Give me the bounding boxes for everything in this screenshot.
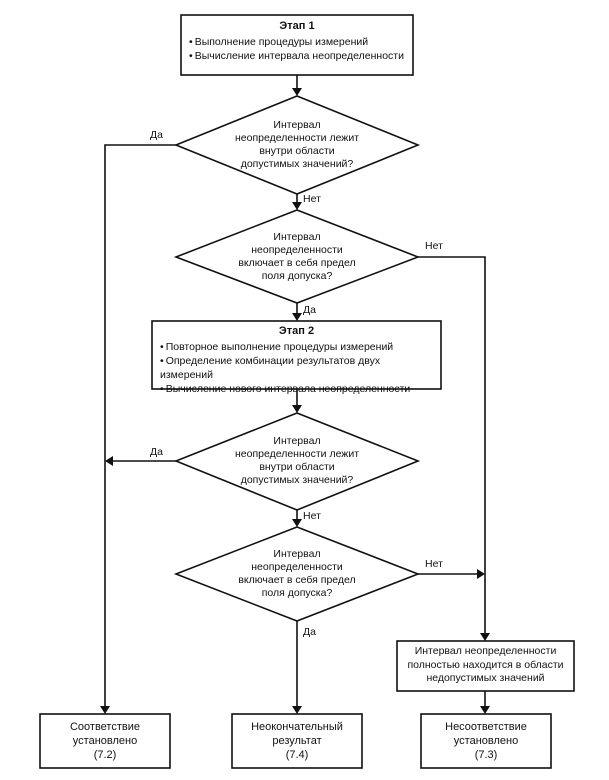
decision1-line: внутри области (259, 145, 335, 157)
decision3-line: допустимых значений? (240, 474, 354, 486)
result-nonconform-line: установлено (453, 735, 519, 747)
stage2-box: Этап 2 Повторное выполнение процедуры из… (154, 324, 439, 396)
stage1-item: Вычисление интервала неопределенности (189, 49, 405, 63)
stage2-item: Вычисление нового интервала неопределенн… (160, 382, 433, 396)
result-conform-line: (7.2) (93, 749, 117, 761)
stage2-item: Повторное выполнение процедуры измерений (160, 340, 433, 354)
decision4-line: неопределенности (251, 561, 343, 573)
decision3-line: Интервал (273, 435, 321, 447)
decision4-line: Интервал (273, 548, 321, 560)
decision4-text: Интервал неопределенности включает в себ… (217, 548, 377, 600)
result-conform-line: установлено (72, 735, 138, 747)
decision1-line: Интервал (273, 119, 321, 131)
decision3-line: неопределенности лежит (234, 448, 360, 460)
decision2-line: включает в себя предел (238, 257, 356, 269)
result-nonconform-line: Несоответствие (445, 721, 527, 733)
outside-box-line: Интервал неопределенности (414, 645, 557, 657)
decision1-text: Интервал неопределенности лежит внутри о… (217, 119, 377, 171)
arrow-d1-yes-to-conform (104, 144, 176, 708)
result-inconclusive-line: Неокончательный (251, 721, 343, 733)
stage1-list: Выполнение процедуры измерений Вычислени… (189, 35, 405, 63)
result-nonconform-text: Несоответствие установлено (7.3) (423, 720, 549, 762)
decision2-line: неопределенности (251, 244, 343, 256)
decision2-text: Интервал неопределенности включает в себ… (217, 231, 377, 283)
stage2-title: Этап 2 (278, 325, 315, 337)
decision4-line: включает в себя предел (238, 574, 356, 586)
outside-box-text: Интервал неопределенности полностью нахо… (399, 645, 572, 686)
result-inconclusive-line: результат (272, 735, 322, 747)
label-yes-d3: Да (150, 446, 163, 458)
decision3-text: Интервал неопределенности лежит внутри о… (217, 435, 377, 487)
label-no-d1: Нет (303, 193, 321, 205)
label-no-d4: Нет (425, 558, 443, 570)
stage1-item: Выполнение процедуры измерений (189, 35, 405, 49)
decision3-line: внутри области (259, 461, 335, 473)
decision2-line: Интервал (273, 231, 321, 243)
decision1-line: неопределенности лежит (234, 132, 360, 144)
result-inconclusive-text: Неокончательный результат (7.4) (234, 720, 360, 762)
result-conform-line: Соответствие (69, 721, 140, 733)
decision1-line: допустимых значений? (240, 158, 354, 170)
stage1-title: Этап 1 (279, 20, 315, 32)
label-yes-d2: Да (303, 304, 316, 316)
result-conform-text: Соответствие установлено (7.2) (42, 720, 168, 762)
label-no-d2: Нет (425, 240, 443, 252)
outside-box-shape (396, 640, 575, 692)
arrow-d2-no-to-outside (418, 256, 486, 635)
label-yes-d4: Да (303, 626, 316, 638)
result-nonconform-line: (7.3) (474, 749, 498, 761)
result-nonconform-shape (420, 713, 552, 769)
decision2-line: поля допуска? (261, 270, 333, 282)
result-inconclusive-line: (7.4) (285, 749, 309, 761)
decision4-line: поля допуска? (261, 587, 333, 599)
stage1-box: Этап 1 Выполнение процедуры измерений Вы… (183, 19, 411, 63)
stage2-list: Повторное выполнение процедуры измерений… (160, 340, 433, 396)
stage2-item: Определение комбинации результатов двух … (160, 354, 433, 382)
outside-box-line: полностью находится в области (407, 658, 564, 671)
outside-box-line: недопустимых значений (426, 672, 545, 684)
label-no-d3: Нет (303, 510, 321, 522)
label-yes-d1: Да (150, 129, 163, 141)
